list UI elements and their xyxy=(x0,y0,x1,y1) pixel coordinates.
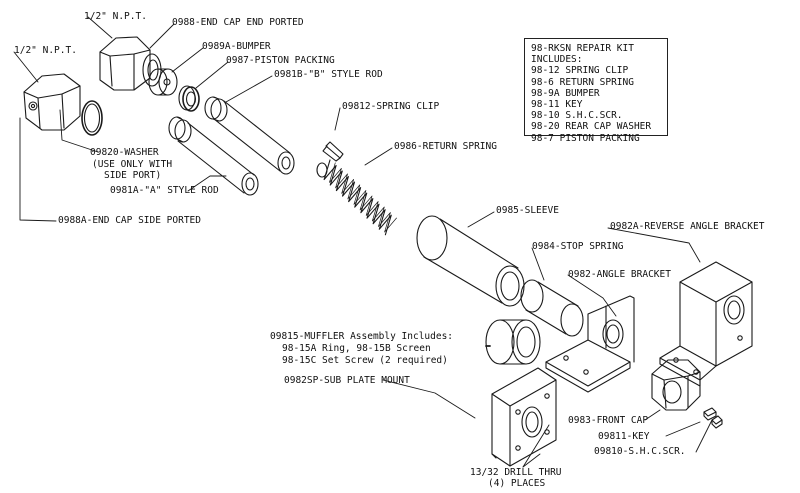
reverse-bracket-label: 0982A-REVERSE ANGLE BRACKET xyxy=(610,221,765,232)
a-style-rod xyxy=(169,117,258,195)
washer xyxy=(82,101,102,135)
spring-clip-label: 09812-SPRING CLIP xyxy=(342,101,440,112)
washer-label: 09820-WASHER xyxy=(90,147,159,158)
angle-bracket xyxy=(546,296,634,392)
piston-packing-label: 0987-PISTON PACKING xyxy=(226,55,335,66)
sub-plate-label: 0982SP-SUB PLATE MOUNT xyxy=(284,375,410,386)
muffler-parts-line2: 98-15C Set Screw (2 required) xyxy=(282,355,448,366)
key-label: 09811-KEY xyxy=(598,431,650,442)
drill-places-label: (4) PLACES xyxy=(488,478,546,489)
end-cap-ported-label: 0988-END CAP END PORTED xyxy=(172,17,304,28)
repair-kit-includes: INCLUDES: xyxy=(531,54,583,66)
sub-plate-mount xyxy=(492,368,556,466)
repair-kit-title: 98-RKSN REPAIR KIT xyxy=(531,43,634,54)
return-spring-label: 0986-RETURN SPRING xyxy=(394,141,497,152)
a-style-rod-label: 0981A-"A" STYLE ROD xyxy=(110,185,219,196)
washer-note-line2: SIDE PORT) xyxy=(104,170,162,181)
drill-thru-label: 13/32 DRILL THRU xyxy=(470,467,562,478)
return-spring xyxy=(311,160,406,235)
bumper xyxy=(149,69,177,95)
key xyxy=(704,408,716,420)
leader-lines xyxy=(14,17,712,467)
stop-spring xyxy=(521,280,583,336)
npt-left-label: 1/2" N.P.T. xyxy=(14,45,77,56)
socket-head-cap-screw xyxy=(712,416,722,428)
reverse-angle-bracket xyxy=(660,262,752,386)
repair-kit-box: 98-RKSN REPAIR KIT INCLUDES: 98-12 SPRIN… xyxy=(524,38,668,144)
repair-kit-item: 98-12 SPRING CLIP xyxy=(531,65,629,77)
b-style-rod-label: 0981B-"B" STYLE ROD xyxy=(274,69,383,80)
npt-top-label: 1/2" N.P.T. xyxy=(84,11,147,22)
sleeve xyxy=(417,216,524,306)
repair-kit-item: 98-10 S.H.C.SCR. xyxy=(531,110,623,122)
repair-kit-item: 98-20 REAR CAP WASHER xyxy=(531,121,652,133)
piston-packing xyxy=(179,86,199,111)
end-cap-end-ported xyxy=(100,37,161,90)
spring-clip xyxy=(323,142,343,161)
sleeve-label: 0985-SLEEVE xyxy=(496,205,559,216)
muffler xyxy=(486,320,540,364)
end-cap-side-ported xyxy=(24,74,80,130)
front-cap-label: 0983-FRONT CAP xyxy=(568,415,649,426)
bumper-label: 0989A-BUMPER xyxy=(202,41,271,52)
end-cap-side-label: 0988A-END CAP SIDE PORTED xyxy=(58,215,201,226)
repair-kit-item: 98-9A BUMPER xyxy=(531,87,600,99)
shc-screw-label: 09810-S.H.C.SCR. xyxy=(594,446,686,457)
washer-note-line1: (USE ONLY WITH xyxy=(92,159,173,170)
stop-spring-label: 0984-STOP SPRING xyxy=(532,241,624,252)
front-cap xyxy=(652,360,700,410)
repair-kit-item: 98-7 PISTON PACKING xyxy=(531,132,640,144)
muffler-parts-line1: 98-15A Ring, 98-15B Screen xyxy=(282,343,431,354)
b-style-rod xyxy=(205,97,294,174)
muffler-label: 09815-MUFFLER Assembly Includes: xyxy=(270,331,454,342)
angle-bracket-label: 0982-ANGLE BRACKET xyxy=(568,269,671,280)
repair-kit-item: 98-6 RETURN SPRING xyxy=(531,76,634,88)
repair-kit-item: 98-11 KEY xyxy=(531,99,583,111)
